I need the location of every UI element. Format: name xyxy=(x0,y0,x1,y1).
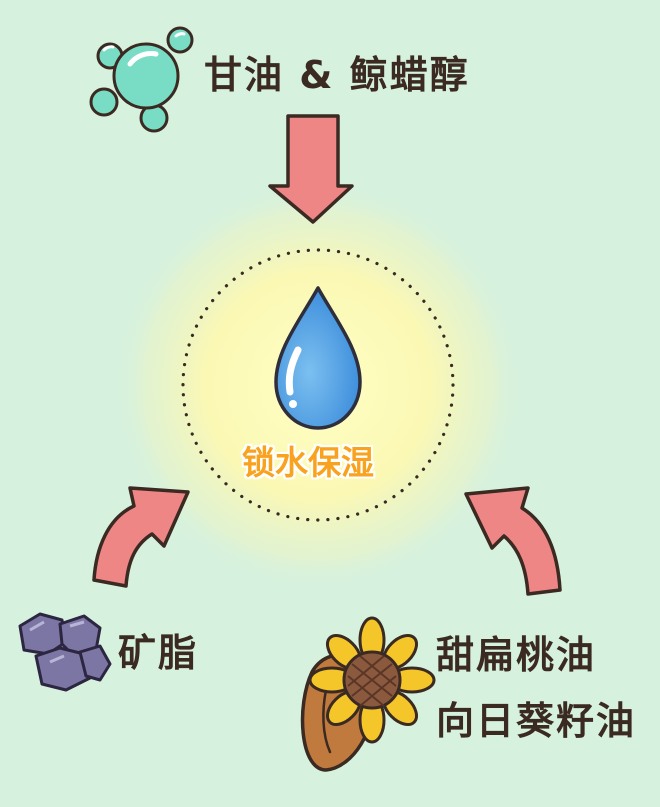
label-glycerin-cetyl-alcohol: 甘油 & 鲸蜡醇 xyxy=(204,53,470,97)
arrow-curved-left xyxy=(92,486,190,588)
label-lock-moisture: 锁水保湿 xyxy=(242,443,374,482)
label-petrolatum: 矿脂 xyxy=(118,631,199,675)
label-sweet-almond-oil: 甜扁桃油 xyxy=(436,633,597,677)
bubbles-icon xyxy=(89,26,194,133)
arrow-down-top xyxy=(268,114,354,224)
water-drop-icon xyxy=(274,286,362,430)
label-sunflower-seed-oil: 向日葵籽油 xyxy=(436,699,637,743)
arrow-curved-right xyxy=(464,486,562,596)
sunflower-almond-icon xyxy=(300,616,436,772)
rocks-icon xyxy=(18,612,112,692)
dotted-ring xyxy=(181,248,455,522)
